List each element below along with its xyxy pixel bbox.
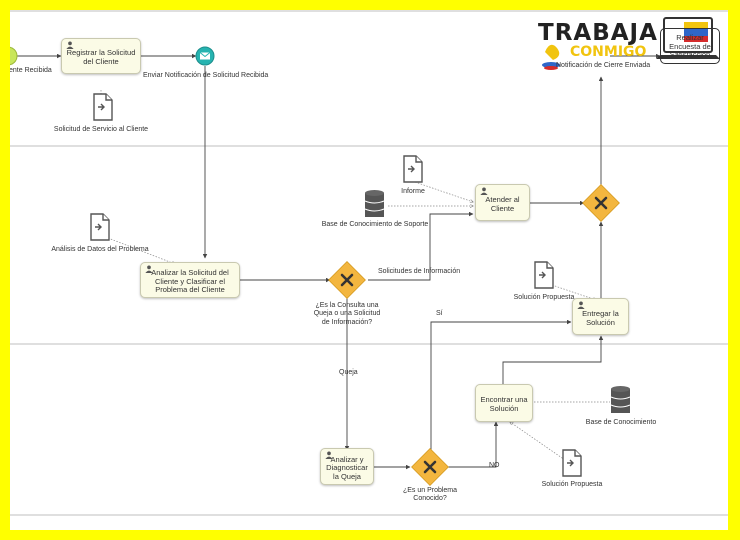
data-store-icons — [364, 190, 631, 413]
doc-informe-label: Informe — [401, 188, 425, 195]
user-icon — [480, 187, 488, 195]
gateway-problema-label: ¿Es un Problema Conocido? — [402, 487, 458, 503]
laptop-icon — [656, 17, 720, 59]
task-partial-top-right[interactable]: Realizar Encuesta de Satisfacción — [660, 28, 720, 64]
flow-gw1-atender — [368, 211, 474, 281]
doc-analisis-datos-label: Análisis de Datos del Problema — [51, 246, 149, 253]
bpmn-canvas: Registrar la Solicitud del Cliente Anali… — [10, 10, 728, 530]
watermark-graphic — [542, 44, 560, 70]
flow-encontrar-entregar — [502, 335, 604, 385]
task-label: Analizar la Solicitud del Cliente y Clas… — [151, 268, 229, 295]
task-atender-cliente[interactable]: Atender al Cliente — [475, 184, 530, 221]
flow-label-no: NO — [489, 462, 500, 469]
flow-label-solicitudes: Solicitudes de Información — [378, 268, 461, 275]
task-analizar-solicitud[interactable]: Analizar la Solicitud del Cliente y Clas… — [140, 262, 240, 298]
task-label: Analizar y Diagnosticar la Queja — [326, 454, 368, 481]
task-label: Atender al Cliente — [485, 194, 520, 213]
task-label: Entregar la Solución — [582, 308, 619, 327]
watermark-subtitle: CONMIGO — [570, 44, 647, 60]
notify-event-label: Enviar Notificación de Solicitud Recibid… — [143, 72, 269, 79]
user-icon — [325, 451, 333, 459]
flow-gw2-no — [448, 421, 499, 468]
task-label: Registrar la Solicitud del Cliente — [66, 48, 136, 66]
doc-solucion-propuesta-1-label: Solución Propuesta — [513, 294, 575, 301]
task-registrar-solicitud[interactable]: Registrar la Solicitud del Cliente — [61, 38, 141, 74]
flow-gw2-si — [430, 319, 572, 450]
doc-solicitud-servicio-label: Solicitud de Servicio al Cliente — [53, 126, 149, 133]
task-label: Realizar Encuesta de Satisfacción — [669, 33, 711, 60]
start-event — [10, 46, 18, 66]
lane-dividers — [10, 10, 728, 516]
user-icon — [145, 265, 153, 273]
gateways — [328, 184, 620, 486]
task-encontrar-solucion[interactable]: Encontrar una Solución — [475, 384, 533, 422]
gateway-consulta-label: ¿Es la Consulta una Queja o una Solicitu… — [313, 302, 381, 326]
document-icons — [90, 93, 582, 477]
flow-label-queja: Queja — [339, 369, 358, 376]
watermark-title: TRABAJA — [538, 20, 658, 46]
store-base-conocimiento-label: Base de Conocimiento — [585, 419, 657, 426]
doc-solucion-propuesta-2-label: Solución Propuesta — [541, 481, 603, 488]
start-event-label: ente Recibida — [10, 67, 52, 74]
store-base-soporte-label: Base de Conocimiento de Soporte — [321, 221, 429, 228]
task-analizar-queja[interactable]: Analizar y Diagnosticar la Queja — [320, 448, 374, 485]
sequence-flows — [14, 53, 661, 470]
close-event-label: Notificación de Cierre Enviada — [556, 62, 651, 69]
diagram-svg — [10, 10, 728, 516]
message-event — [195, 46, 215, 66]
task-entregar-solucion[interactable]: Entregar la Solución — [572, 298, 629, 335]
flow-label-si: Sí — [436, 310, 443, 317]
task-label: Encontrar una Solución — [480, 395, 528, 413]
user-icon — [66, 41, 74, 49]
user-icon — [577, 301, 585, 309]
